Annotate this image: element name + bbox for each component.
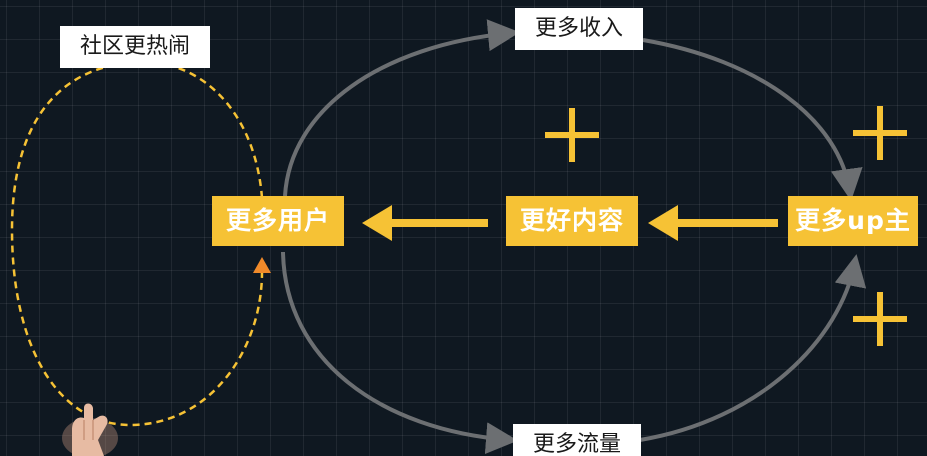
node-more-users: 更多用户	[212, 196, 344, 246]
plus-icon-lower-right	[853, 292, 907, 346]
loop-arc-to-income	[283, 19, 520, 197]
arrow-creators-to-content	[648, 205, 778, 241]
tag-more-traffic: 更多流量	[513, 424, 641, 456]
tag-more-income: 更多收入	[515, 8, 643, 50]
community-dashed-loop	[10, 60, 264, 427]
node-better-content: 更好内容	[506, 196, 638, 246]
loop-arc-traffic-to-creators	[639, 254, 867, 442]
node-more-creators: 更多up主	[788, 196, 918, 246]
plus-icon-center	[545, 108, 599, 162]
tag-lively-community: 社区更热闹	[60, 26, 210, 68]
presenter-hand	[62, 403, 118, 456]
loop-arc-users-to-traffic	[281, 251, 518, 455]
community-loop-arrowhead	[253, 257, 271, 273]
loop-arc-income-to-creators	[642, 38, 863, 201]
arrow-content-to-users	[362, 205, 488, 241]
plus-icon-upper-right	[853, 106, 907, 160]
